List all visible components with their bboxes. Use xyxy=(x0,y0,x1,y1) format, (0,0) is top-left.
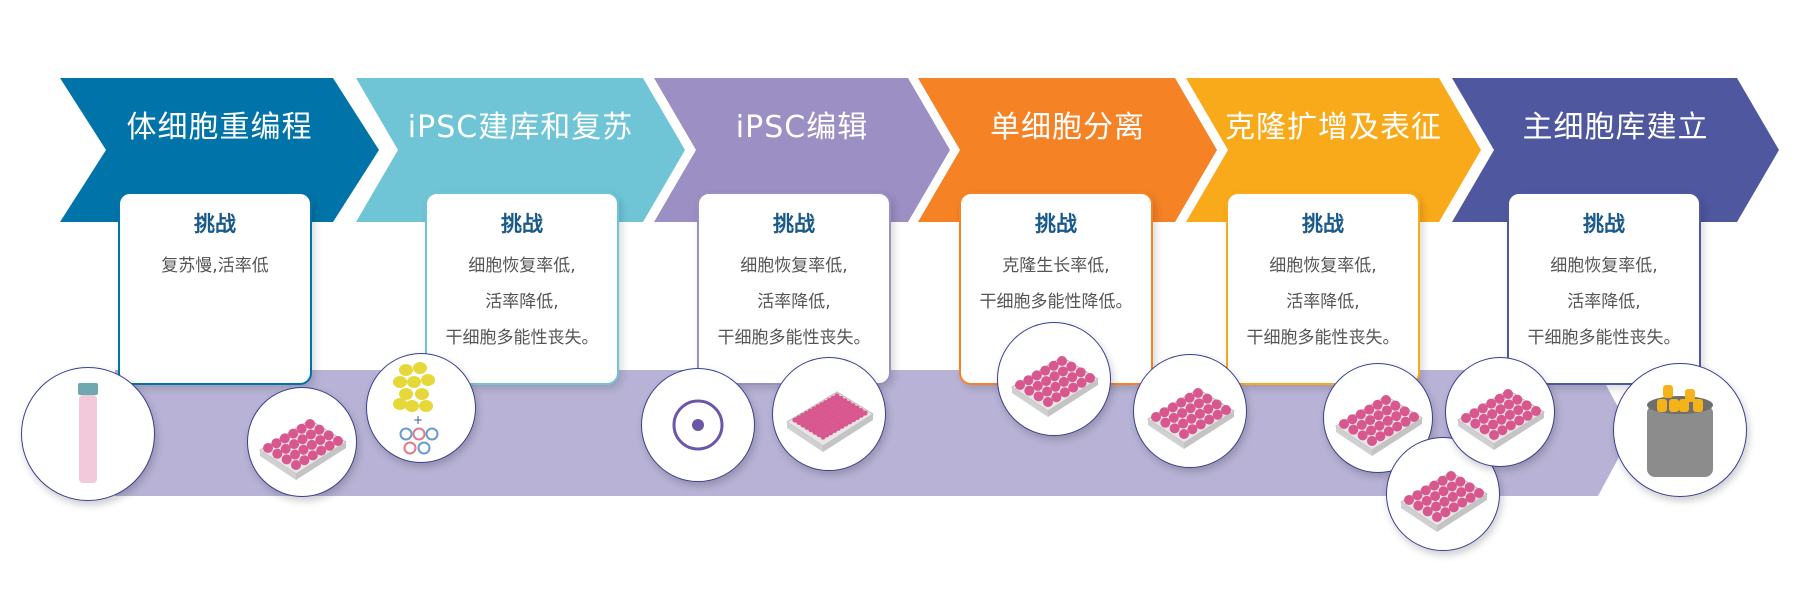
challenge-heading: 挑战 xyxy=(1035,212,1077,236)
challenge-heading: 挑战 xyxy=(194,212,236,236)
cells-icon: + xyxy=(366,353,476,463)
challenge-text: 干细胞多能性丧失。 xyxy=(1527,328,1681,348)
well-plate-icon xyxy=(1445,357,1555,467)
stage-arrow-5: 克隆扩增及表征 xyxy=(1186,78,1481,222)
96-well-plate-icon xyxy=(772,357,886,471)
challenge-text: 干细胞多能性丧失。 xyxy=(717,328,871,348)
well-plate-icon xyxy=(997,322,1111,436)
stage-title: iPSC编辑 xyxy=(735,110,869,145)
cryovial-icon xyxy=(21,367,155,501)
cryo-tank-icon xyxy=(1613,363,1747,497)
challenge-text: 细胞恢复率低, xyxy=(1550,256,1658,276)
svg-text:+: + xyxy=(413,413,423,427)
challenge-card-5: 挑战细胞恢复率低, 活率降低, 干细胞多能性丧失。 xyxy=(1226,192,1420,385)
stage-title: iPSC建库和复苏 xyxy=(407,110,634,145)
challenge-card-6: 挑战细胞恢复率低, 活率降低, 干细胞多能性丧失。 xyxy=(1507,192,1701,385)
stage-title: 体细胞重编程 xyxy=(126,110,313,145)
stage-arrow-1: 体细胞重编程 xyxy=(60,78,379,222)
stage-arrow-3: iPSC编辑 xyxy=(654,78,950,222)
challenge-text: 克隆生长率低, xyxy=(1002,256,1110,276)
challenge-text: 干细胞多能性丧失。 xyxy=(1246,328,1400,348)
challenge-text: 细胞恢复率低, xyxy=(468,256,576,276)
challenge-text: 活率降低, xyxy=(485,292,559,312)
challenge-card-1: 挑战复苏慢,活率低 xyxy=(118,192,312,385)
stage-arrow-4: 单细胞分离 xyxy=(918,78,1217,222)
challenge-text: 干细胞多能性降低。 xyxy=(979,292,1133,312)
challenge-text: 复苏慢,活率低 xyxy=(161,256,269,276)
challenge-heading: 挑战 xyxy=(1302,212,1344,236)
stage-title: 主细胞库建立 xyxy=(1522,110,1709,145)
stage-title: 单细胞分离 xyxy=(990,110,1145,145)
stage-arrow-2: iPSC建库和复苏 xyxy=(356,78,685,222)
stage-title: 克隆扩增及表征 xyxy=(1225,110,1442,145)
challenge-text: 活率降低, xyxy=(757,292,831,312)
well-plate-icon xyxy=(1133,354,1247,468)
well-plate-icon xyxy=(247,387,357,497)
challenge-heading: 挑战 xyxy=(773,212,815,236)
challenge-text: 活率降低, xyxy=(1567,292,1641,312)
challenge-heading: 挑战 xyxy=(501,212,543,236)
challenge-heading: 挑战 xyxy=(1583,212,1625,236)
challenge-text: 细胞恢复率低, xyxy=(740,256,848,276)
challenge-text: 活率降低, xyxy=(1286,292,1360,312)
challenge-text: 干细胞多能性丧失。 xyxy=(445,328,599,348)
challenge-card-2: 挑战细胞恢复率低, 活率降低, 干细胞多能性丧失。 xyxy=(425,192,619,385)
stage-arrow-6: 主细胞库建立 xyxy=(1452,78,1779,222)
single-cell-icon xyxy=(641,368,755,482)
challenge-text: 细胞恢复率低, xyxy=(1269,256,1377,276)
challenge-card-3: 挑战细胞恢复率低, 活率降低, 干细胞多能性丧失。 xyxy=(697,192,891,385)
